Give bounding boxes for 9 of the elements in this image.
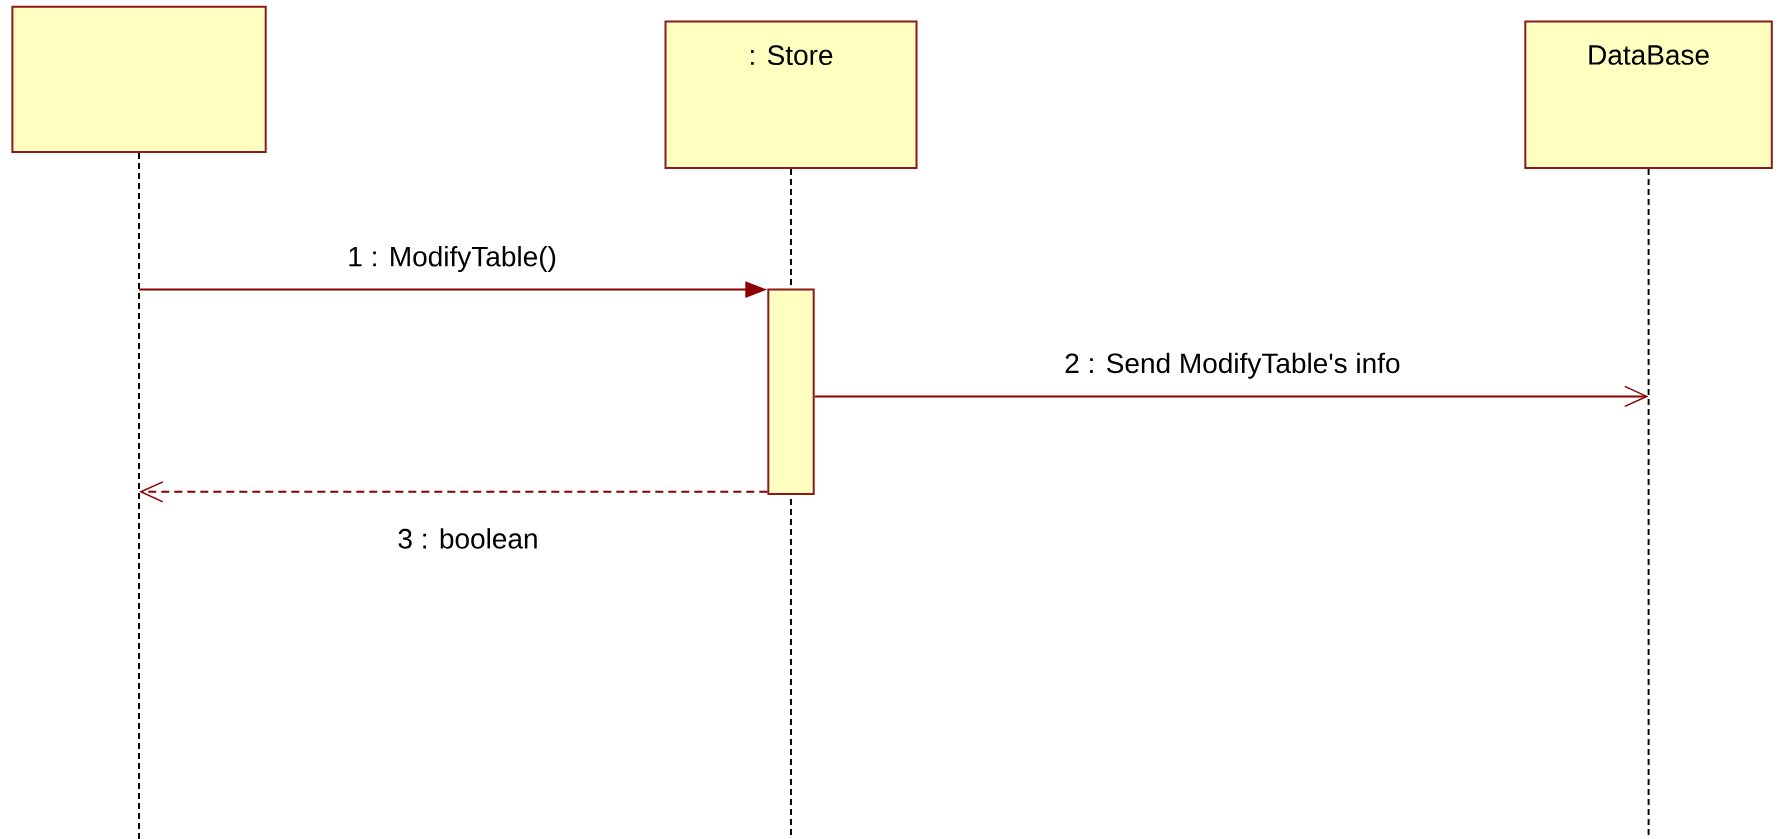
- message-arrow: [139, 481, 769, 503]
- lifeline: : Store: [664, 20, 918, 839]
- lifeline: DataBase: [1524, 20, 1773, 839]
- lifeline: [11, 5, 267, 839]
- message-label: 1 : ModifyTable(): [349, 245, 556, 273]
- message-arrow: [813, 385, 1649, 408]
- message-label: 2 : Send ModifyTable's info: [1065, 352, 1400, 379]
- activation-bar: [767, 288, 815, 495]
- message-label: 3 : boolean: [398, 528, 537, 549]
